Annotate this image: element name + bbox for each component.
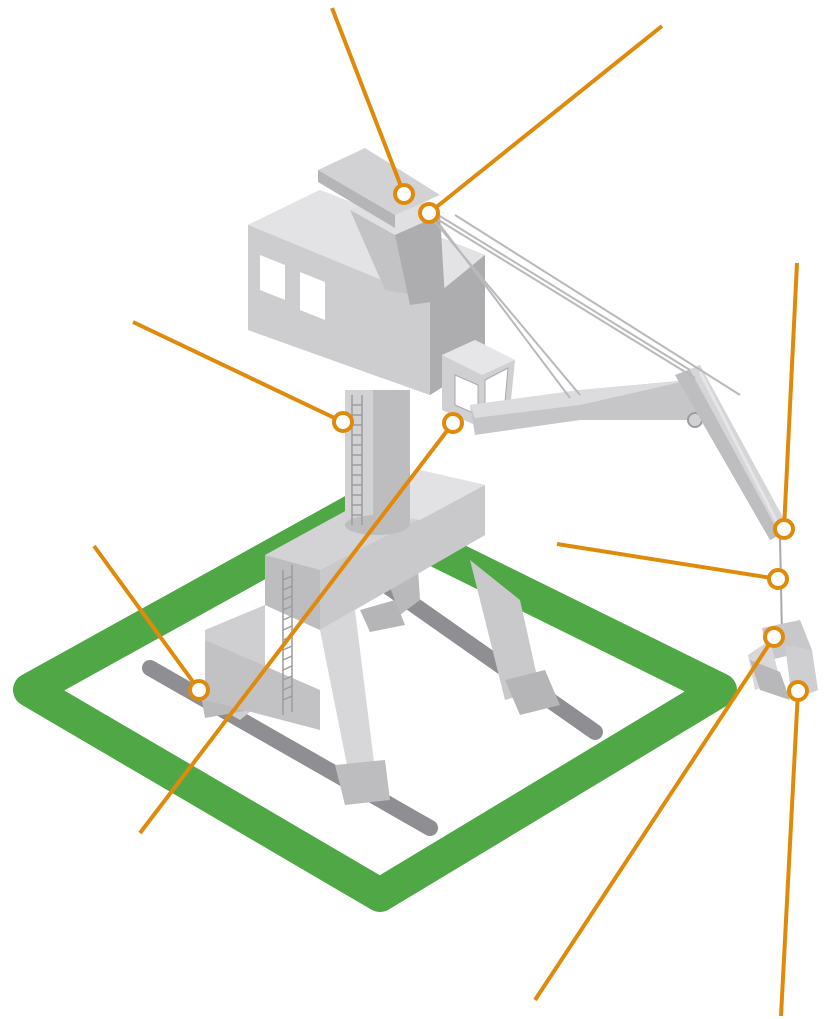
portal-front-legs [200, 605, 390, 805]
portal-ladder [282, 565, 293, 715]
footprint-frame [13, 493, 737, 912]
callout-marker [442, 412, 464, 434]
cab-window-2 [300, 272, 325, 320]
callout-machinery-house [132, 320, 354, 433]
callout-rail-wheel [92, 544, 210, 701]
callout-marker [763, 626, 785, 648]
callout-marker [773, 518, 795, 540]
callout-grab-bucket-top [533, 626, 785, 1002]
callout-marker [188, 679, 210, 701]
callout-marker [393, 183, 415, 205]
crane-boom [470, 380, 703, 435]
callout-grab-bucket-jaw [779, 680, 809, 1017]
callout-marker [332, 411, 354, 433]
callout-hoist-rope [556, 542, 789, 590]
callout-marker [418, 202, 440, 224]
callout-marker [767, 568, 789, 590]
callout-boom-pivot [418, 24, 664, 224]
callout-marker [787, 680, 809, 702]
cab-window-1 [260, 255, 285, 300]
callout-counterweight-arm [330, 7, 415, 205]
callout-boom-tip-pulley [773, 262, 799, 540]
boom-tie-ropes [429, 209, 741, 399]
callout-operator-cab [138, 412, 464, 835]
crane-column [345, 390, 410, 535]
crane-jib [675, 365, 790, 540]
portal-girder [265, 470, 485, 630]
